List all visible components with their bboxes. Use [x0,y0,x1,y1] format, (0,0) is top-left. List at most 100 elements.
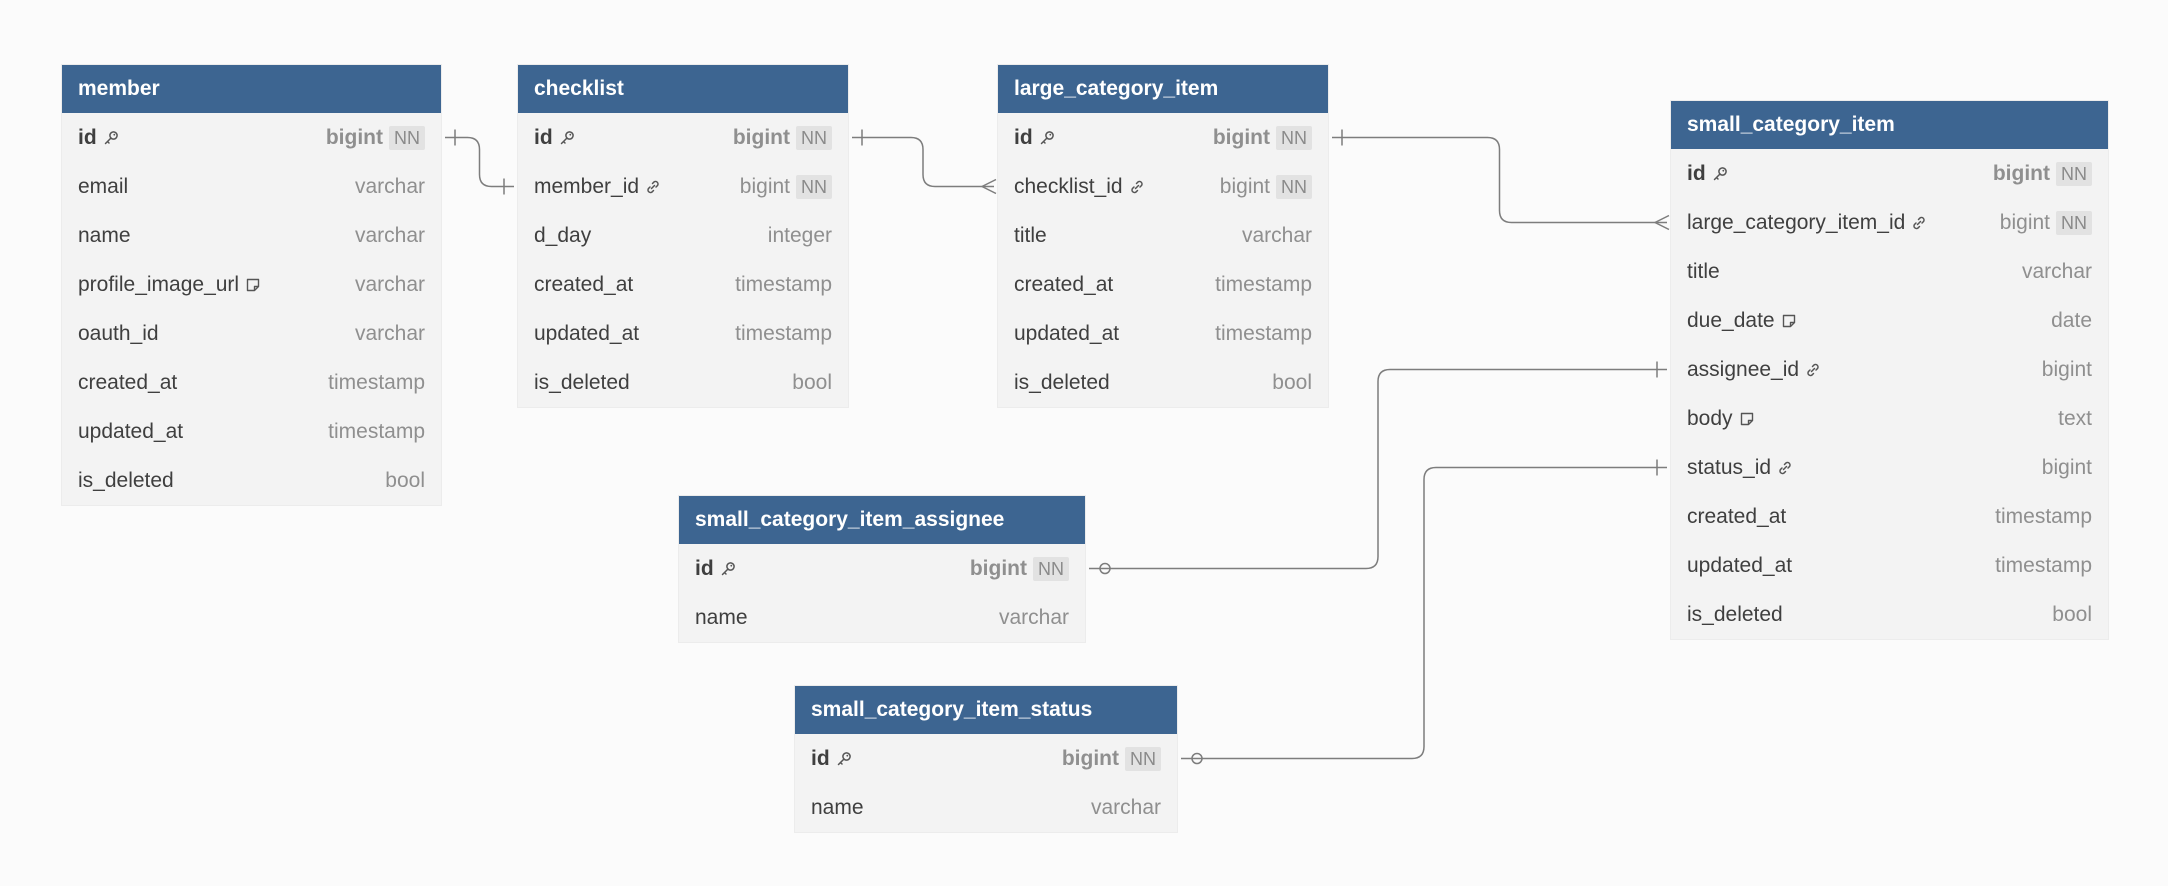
not-null-badge: NN [796,125,832,150]
column-name: is_deleted [1687,602,1783,626]
column-type-group: varchar [2022,260,2092,284]
column-type: bigint [2041,455,2092,479]
not-null-badge: NN [389,125,425,150]
column-type: varchar [354,174,425,198]
column-type-group: integer [768,224,832,248]
column-name-group: updated_at [78,420,183,444]
column-name-group: status_id [1687,456,1793,480]
column-type: bool [2052,602,2092,626]
column-type: varchar [354,223,425,247]
column-type: timestamp [328,419,425,443]
column-row-assignee-id[interactable]: assignee_id bigint [1671,345,2108,394]
not-null-badge: NN [1276,174,1312,199]
column-type-group: timestamp [328,371,425,395]
column-type-group: varchar [355,273,425,297]
column-name-group: created_at [1687,505,1786,529]
column-name: created_at [1014,272,1114,296]
column-row-is-deleted[interactable]: is_deleted bool [1671,590,2108,639]
column-name: id [811,746,830,770]
column-row-updated-at[interactable]: updated_at timestamp [518,309,848,358]
column-name: d_day [534,223,592,247]
table-title[interactable]: small_category_item_status [795,686,1177,734]
column-type: bigint [1219,174,1270,198]
column-name: id [1014,125,1033,149]
column-type-group: timestamp [1995,554,2092,578]
column-row-created-at[interactable]: created_at timestamp [1671,492,2108,541]
column-type-group: timestamp [735,273,832,297]
table-title[interactable]: small_category_item_assignee [679,496,1085,544]
column-row-updated-at[interactable]: updated_at timestamp [1671,541,2108,590]
column-type-group: varchar [355,224,425,248]
column-type: integer [767,223,832,247]
column-row-d-day[interactable]: d_day integer [518,211,848,260]
column-name-group: created_at [1014,273,1113,297]
column-type-group: timestamp [1995,505,2092,529]
table-title[interactable]: large_category_item [998,65,1328,113]
column-type: bool [1272,370,1312,394]
column-row-created-at[interactable]: created_at timestamp [518,260,848,309]
column-type-group: bigint [2042,358,2092,382]
note-icon [1781,313,1797,329]
table-title[interactable]: member [62,65,441,113]
column-name-group: assignee_id [1687,358,1821,382]
column-name-group: profile_image_url [78,273,261,297]
key-icon [1039,130,1055,146]
column-name-group: updated_at [534,322,639,346]
cardinality-many-mark [1654,214,1670,231]
table-title[interactable]: small_category_item [1671,101,2108,149]
column-name-group: id [1014,126,1055,150]
column-row-profile-image-url[interactable]: profile_image_url varchar [62,260,441,309]
column-type: bigint [1999,210,2050,234]
not-null-badge: NN [2056,161,2092,186]
column-row-updated-at[interactable]: updated_at timestamp [62,407,441,456]
column-name: name [695,605,748,629]
column-name-group: body [1687,407,1755,431]
column-name-group: id [695,557,736,581]
column-row-status-id[interactable]: status_id bigint [1671,443,2108,492]
column-name-group: created_at [534,273,633,297]
column-name-group: updated_at [1687,554,1792,578]
column-name: id [78,125,97,149]
column-name: oauth_id [78,321,159,345]
key-icon [836,751,852,767]
column-name: name [811,795,864,819]
column-name: created_at [534,272,634,296]
column-type-group: timestamp [735,322,832,346]
key-icon [720,561,736,577]
table-title[interactable]: checklist [518,65,848,113]
